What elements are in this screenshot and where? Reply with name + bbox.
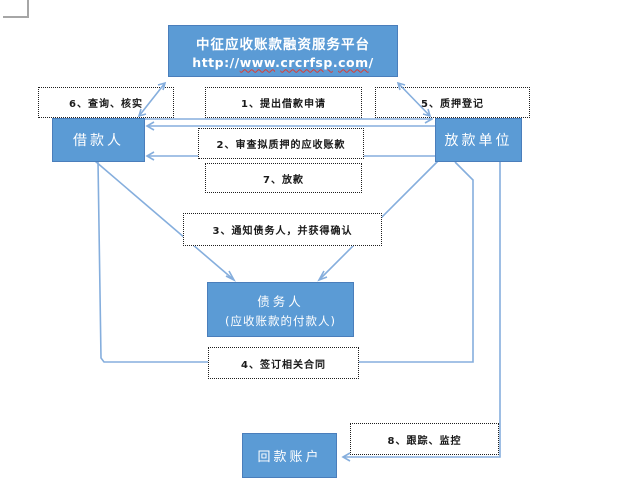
step-box-notify-debtor: 3、通知债务人，并获得确认: [183, 213, 382, 246]
debtor-sublabel: (应收账款的付款人): [225, 313, 336, 328]
step-box-sign-contracts: 4、签订相关合同: [208, 347, 359, 379]
repayment-account-label: 回款账户: [257, 450, 322, 465]
step-box-query-verify: 6、查询、核实: [38, 87, 174, 118]
debtor-label: 债务人: [257, 293, 304, 309]
repayment-account-box: 回款账户: [242, 433, 337, 478]
step-box-pledge-registration: 5、质押登记: [375, 87, 530, 118]
platform-box: 中征应收账款融资服务平台 http://www.crcrfsp.com/: [168, 25, 398, 77]
borrower-box: 借款人: [52, 118, 145, 162]
platform-title: 中征应收账款融资服务平台: [196, 36, 370, 53]
page-corner-mark: [3, 16, 29, 18]
step-box-track-monitor: 8、跟踪、监控: [350, 423, 499, 455]
page-corner-mark: [27, 0, 29, 17]
step-box-review-receivables: 2、审查拟质押的应收账款: [198, 128, 364, 159]
debtor-box: 债务人 (应收账款的付款人): [207, 282, 354, 337]
lender-box: 放款单位: [435, 118, 522, 162]
lender-label: 放款单位: [444, 133, 513, 149]
step-box-disburse: 7、放款: [205, 163, 362, 193]
platform-url: http://www.crcrfsp.com/: [192, 54, 374, 70]
step-box-apply-loan: 1、提出借款申请: [205, 87, 362, 118]
borrower-label: 借款人: [73, 133, 124, 149]
